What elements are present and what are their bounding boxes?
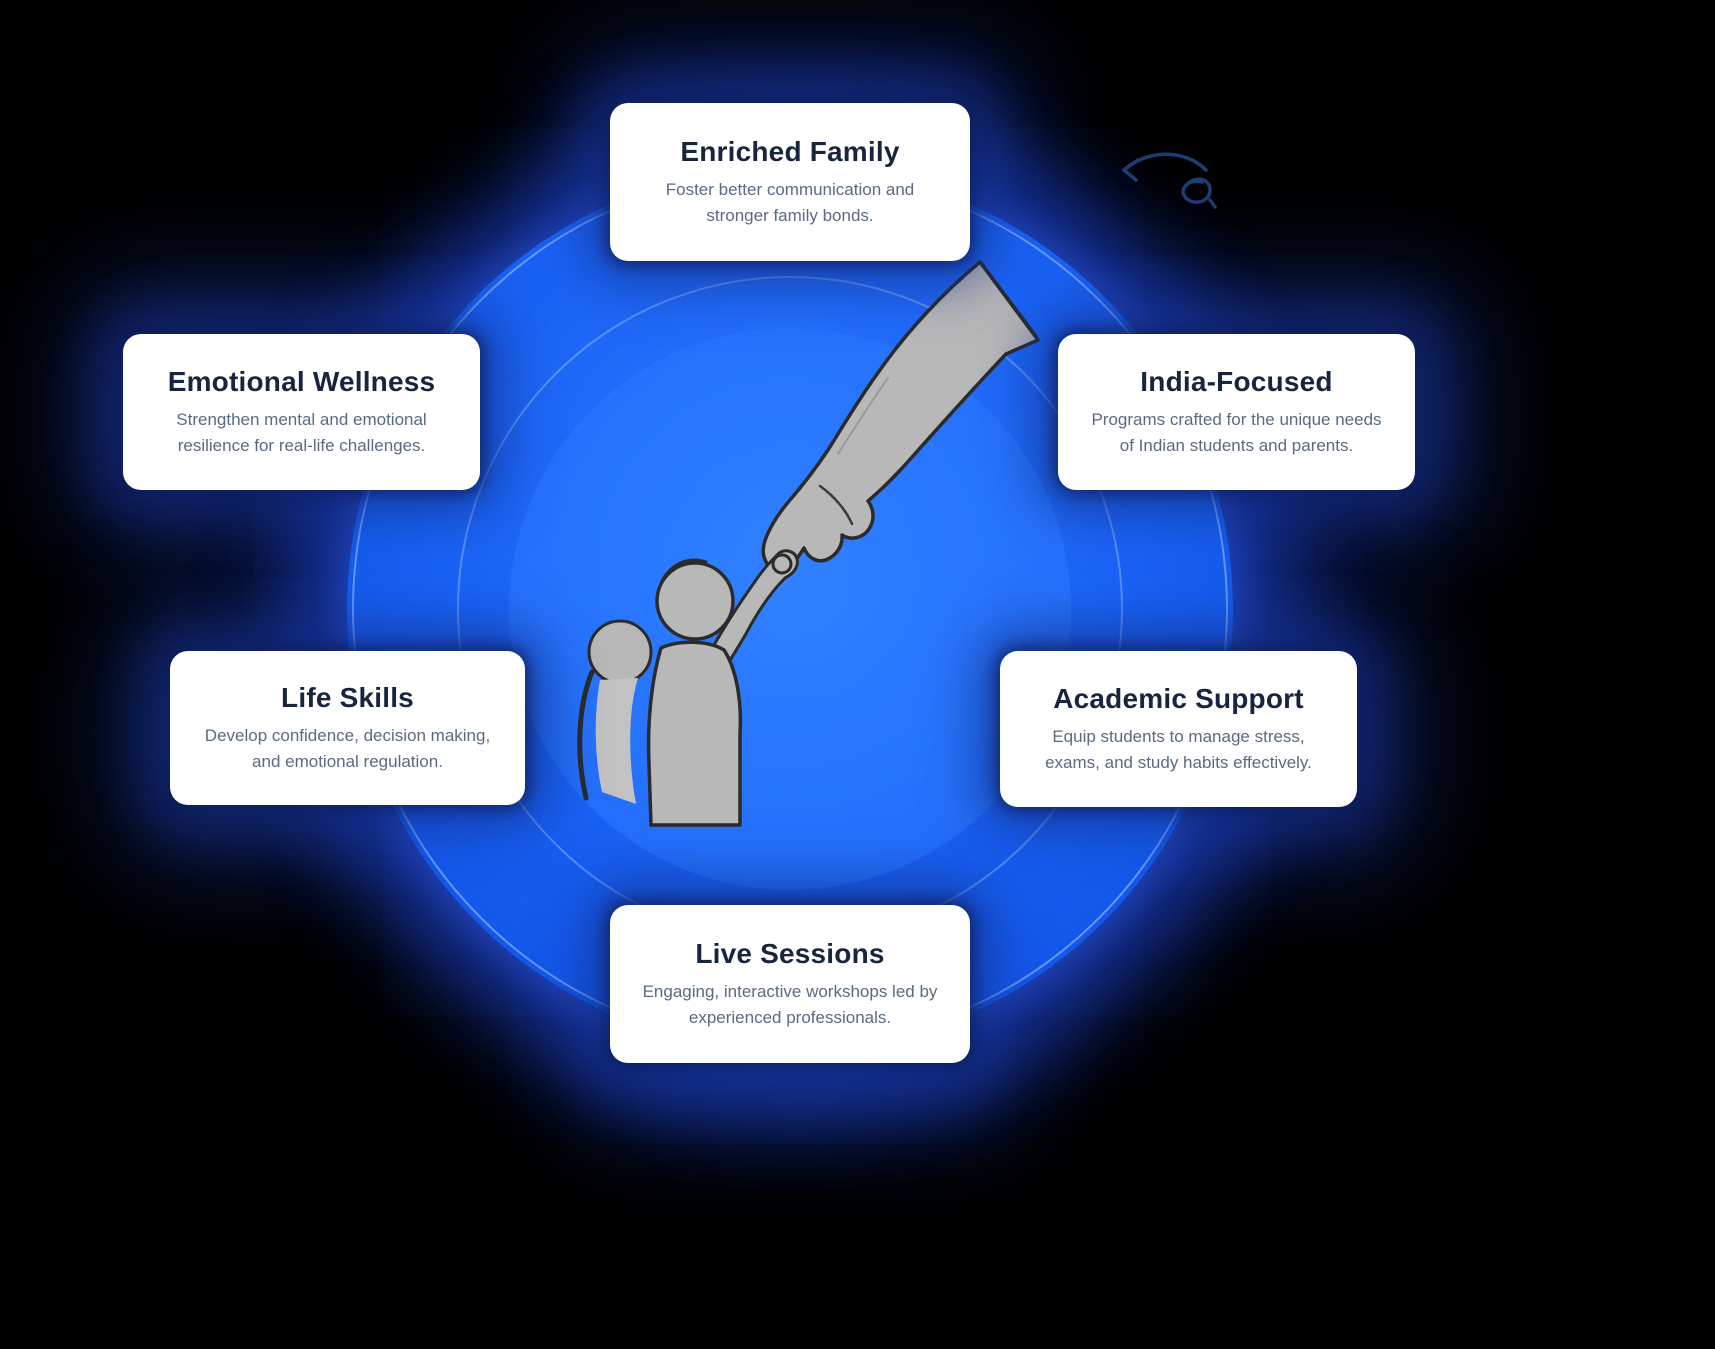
center-circle bbox=[347, 166, 1233, 1052]
card-title: Enriched Family bbox=[680, 135, 900, 167]
card-description: Equip students to manage stress, exams, … bbox=[1045, 727, 1312, 772]
card-description: Strengthen mental and emotional resilien… bbox=[176, 410, 427, 455]
child-fist bbox=[771, 553, 793, 575]
card-description: Programs crafted for the unique needs of… bbox=[1091, 410, 1382, 455]
adult-arm-shade-line bbox=[837, 377, 889, 455]
card-title: India-Focused bbox=[1140, 365, 1333, 397]
feature-card-india-focused: India-Focused Programs crafted for the u… bbox=[1058, 334, 1415, 490]
card-description: Foster better communication and stronger… bbox=[665, 180, 915, 225]
second-child-back-line bbox=[577, 669, 595, 801]
parent-child-illustration bbox=[577, 260, 1040, 827]
child-body bbox=[646, 640, 743, 827]
card-description: Develop confidence, decision making, and… bbox=[204, 726, 491, 771]
child-head bbox=[655, 561, 735, 641]
card-title: Emotional Wellness bbox=[167, 365, 436, 397]
child-hair-line bbox=[659, 558, 708, 585]
circle-inner-disc bbox=[509, 328, 1071, 890]
adult-arm bbox=[761, 260, 1040, 572]
card-title: Academic Support bbox=[1053, 682, 1304, 714]
card-title: Life Skills bbox=[281, 681, 414, 713]
feature-card-academic-support: Academic Support Equip students to manag… bbox=[1000, 651, 1357, 807]
adult-palm-line bbox=[818, 484, 854, 526]
adult-cuff-line bbox=[980, 262, 1038, 338]
feature-card-life-skills: Life Skills Develop confidence, decision… bbox=[170, 651, 525, 805]
curved-arrow-doodle-icon bbox=[1122, 152, 1217, 209]
card-description: Engaging, interactive workshops led by e… bbox=[642, 982, 938, 1027]
feature-card-enriched-family: Enriched Family Foster better communicat… bbox=[610, 103, 970, 261]
second-child-body bbox=[595, 678, 638, 804]
second-child-head bbox=[587, 619, 653, 685]
feature-card-emotional-wellness: Emotional Wellness Strengthen mental and… bbox=[123, 334, 480, 490]
card-title: Live Sessions bbox=[695, 937, 885, 969]
child-raised-arm bbox=[706, 549, 799, 666]
feature-card-live-sessions: Live Sessions Engaging, interactive work… bbox=[610, 905, 970, 1063]
